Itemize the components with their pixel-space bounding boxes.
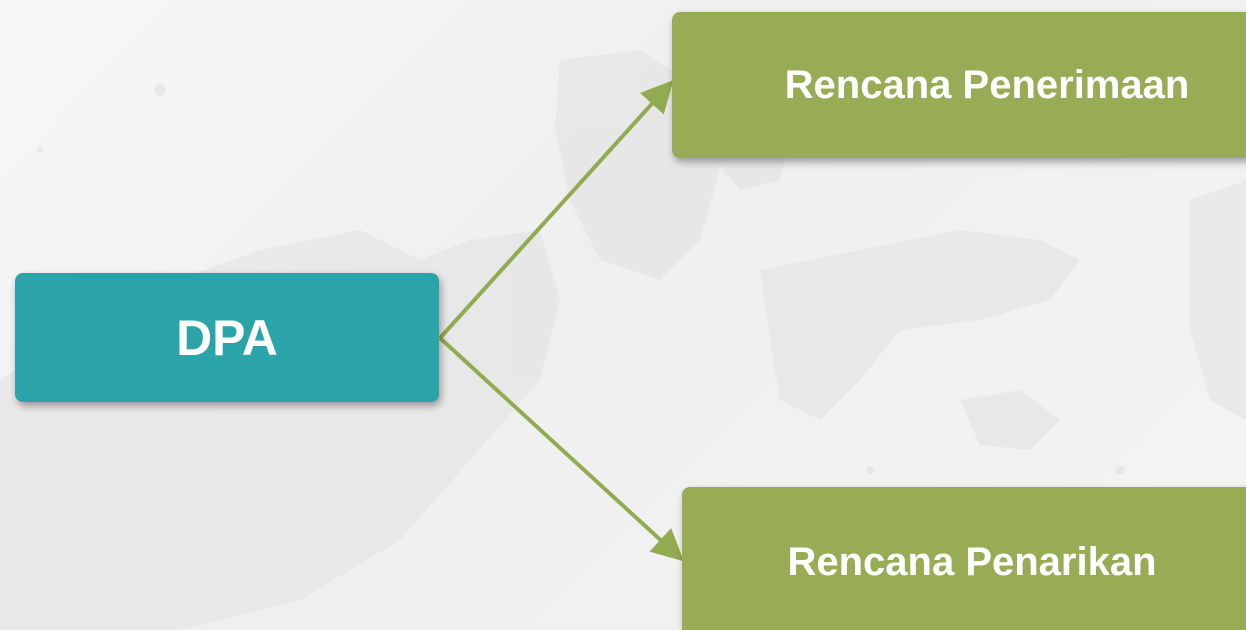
arrow-dpa-to-penerimaan: [438, 80, 674, 340]
dpa-label: DPA: [176, 309, 278, 366]
rencana-penarikan-label: Rencana Penarikan: [787, 539, 1157, 584]
rencana-penarikan-node: Rencana Penarikan: [682, 487, 1246, 630]
rencana-penerimaan-node: Rencana Penerimaan: [672, 12, 1246, 158]
arrow-dpa-to-penarikan: [438, 336, 684, 562]
rencana-penerimaan-label: Rencana Penerimaan: [784, 62, 1190, 107]
dpa-node: DPA: [15, 273, 439, 402]
